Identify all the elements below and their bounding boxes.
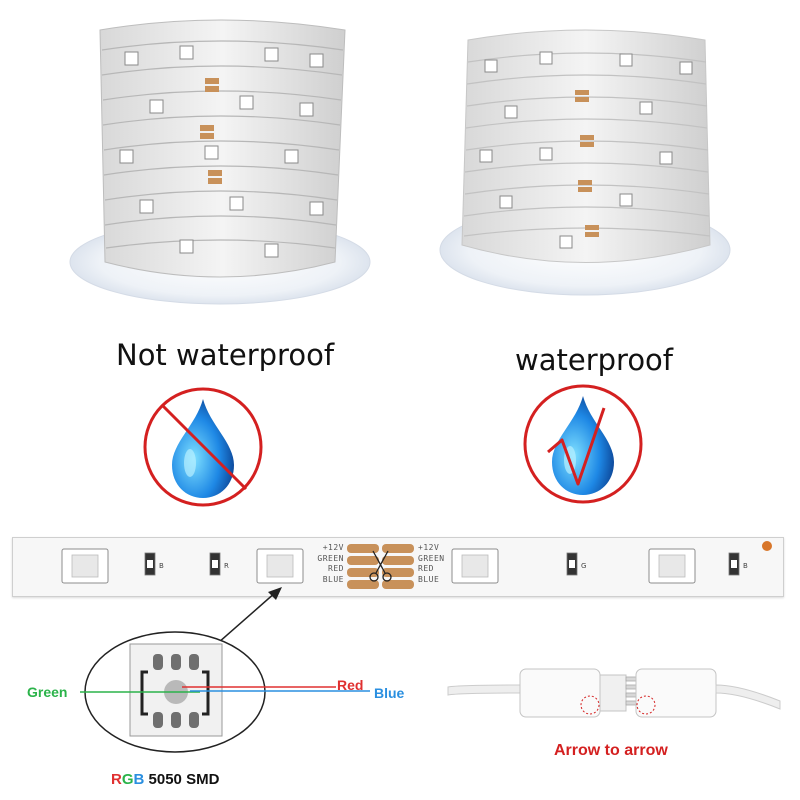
chip-letter: B bbox=[743, 562, 748, 570]
green-wire-label: Green bbox=[27, 684, 68, 700]
smd-zoom-diagram bbox=[80, 587, 370, 753]
pad-labels-left: +12V GREEN RED BLUE bbox=[317, 543, 344, 584]
pad-labels-right: +12V GREEN RED BLUE bbox=[418, 543, 445, 584]
connector-arrow-mark-left bbox=[580, 695, 600, 715]
blue-wire-label: Blue bbox=[374, 685, 405, 701]
caption-waterproof: waterproof bbox=[515, 343, 674, 377]
led-reel-photos bbox=[69, 19, 731, 305]
pointer-arrow-icon bbox=[268, 587, 282, 600]
waterproof-icon bbox=[523, 384, 643, 504]
not-waterproof-icon bbox=[143, 387, 263, 507]
chip-letter: B bbox=[159, 562, 164, 570]
scissors-icon bbox=[369, 550, 392, 582]
reel-waterproof bbox=[439, 29, 731, 296]
caption-not-waterproof: Not waterproof bbox=[116, 338, 335, 372]
smd-model-label: RGB 5050 SMD bbox=[111, 771, 220, 788]
strip-end-dot bbox=[762, 541, 772, 551]
connector-caption: Arrow to arrow bbox=[554, 742, 668, 759]
connector-arrow-mark-right bbox=[636, 695, 656, 715]
red-wire-label: Red bbox=[337, 677, 364, 693]
led-strip-components bbox=[61, 541, 772, 589]
rgb-connector bbox=[447, 668, 781, 718]
chip-letter: G bbox=[581, 562, 587, 570]
chip-letter: R bbox=[224, 562, 229, 570]
reel-not-waterproof bbox=[69, 19, 371, 305]
